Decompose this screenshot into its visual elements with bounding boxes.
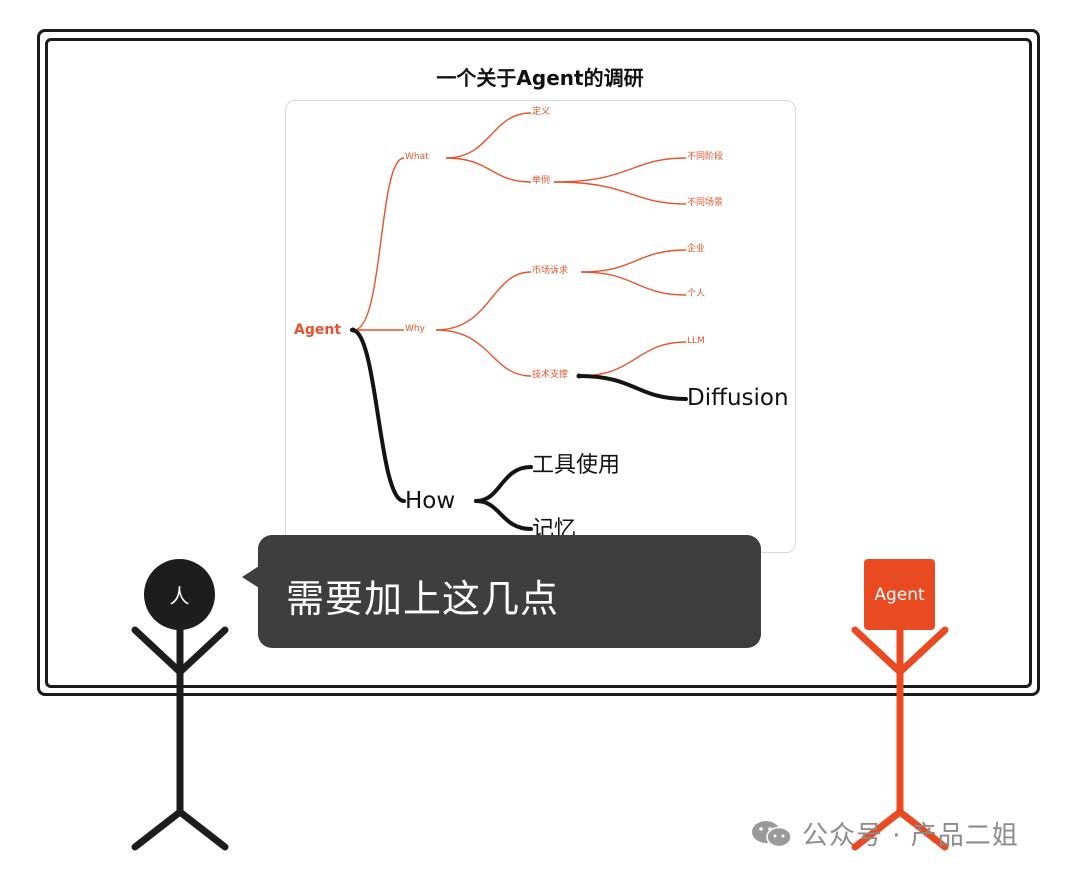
edge-market-enterprise bbox=[580, 249, 687, 273]
person-avatar: 人 bbox=[144, 559, 215, 630]
node-example: 举例 bbox=[532, 176, 551, 186]
node-root: Agent bbox=[294, 322, 342, 338]
edge-why-tech bbox=[435, 329, 532, 377]
edge-tech-diffusion bbox=[577, 374, 688, 401]
edge-example-stage bbox=[553, 157, 687, 183]
node-llm: LLM bbox=[687, 336, 705, 346]
agent-avatar: Agent bbox=[864, 559, 935, 630]
node-how: How bbox=[405, 488, 456, 514]
agent-label: Agent bbox=[874, 584, 925, 605]
mindmap-card: Agent What 定义 举例 不同阶段 不同场景 Why 市场诉求 技术支撑… bbox=[285, 100, 796, 553]
board-outer-frame bbox=[37, 29, 1040, 696]
node-individual: 个人 bbox=[687, 289, 706, 299]
node-market: 市场诉求 bbox=[532, 266, 569, 276]
agent-figure bbox=[851, 626, 949, 851]
board-inner-frame bbox=[45, 38, 1032, 688]
watermark-text: 公众号 · 产品二姐 bbox=[802, 821, 1019, 851]
edge-why-market bbox=[435, 271, 532, 331]
mindmap-connectors bbox=[350, 112, 688, 531]
node-enterprise: 企业 bbox=[687, 244, 706, 254]
node-tech: 技术支撑 bbox=[532, 370, 569, 380]
person-figure bbox=[131, 626, 229, 851]
speech-text: 需要加上这几点 bbox=[286, 577, 560, 621]
edge-what-def bbox=[445, 112, 532, 159]
edge-how-memory bbox=[474, 499, 533, 531]
board-title: 一个关于Agent的调研 bbox=[436, 66, 644, 90]
watermark: 公众号 · 产品二姐 bbox=[750, 815, 1019, 852]
node-definition: 定义 bbox=[532, 107, 551, 117]
edge-what-example bbox=[445, 157, 532, 183]
node-diffusion: Diffusion bbox=[687, 385, 789, 411]
node-tools: 工具使用 bbox=[532, 453, 621, 478]
node-why: Why bbox=[405, 324, 425, 334]
node-what: What bbox=[405, 152, 429, 162]
edge-tech-llm bbox=[578, 341, 687, 377]
edge-root-what bbox=[353, 157, 405, 331]
person-label: 人 bbox=[169, 584, 190, 608]
node-stages: 不同阶段 bbox=[687, 152, 724, 162]
node-scenes: 不同场景 bbox=[687, 198, 724, 208]
speech-bubble-tail bbox=[242, 566, 259, 588]
wechat-icon bbox=[752, 820, 792, 847]
edge-root-how bbox=[350, 328, 406, 503]
edge-market-person bbox=[580, 271, 687, 296]
edge-example-scene bbox=[553, 181, 687, 205]
speech-bubble bbox=[258, 535, 761, 648]
